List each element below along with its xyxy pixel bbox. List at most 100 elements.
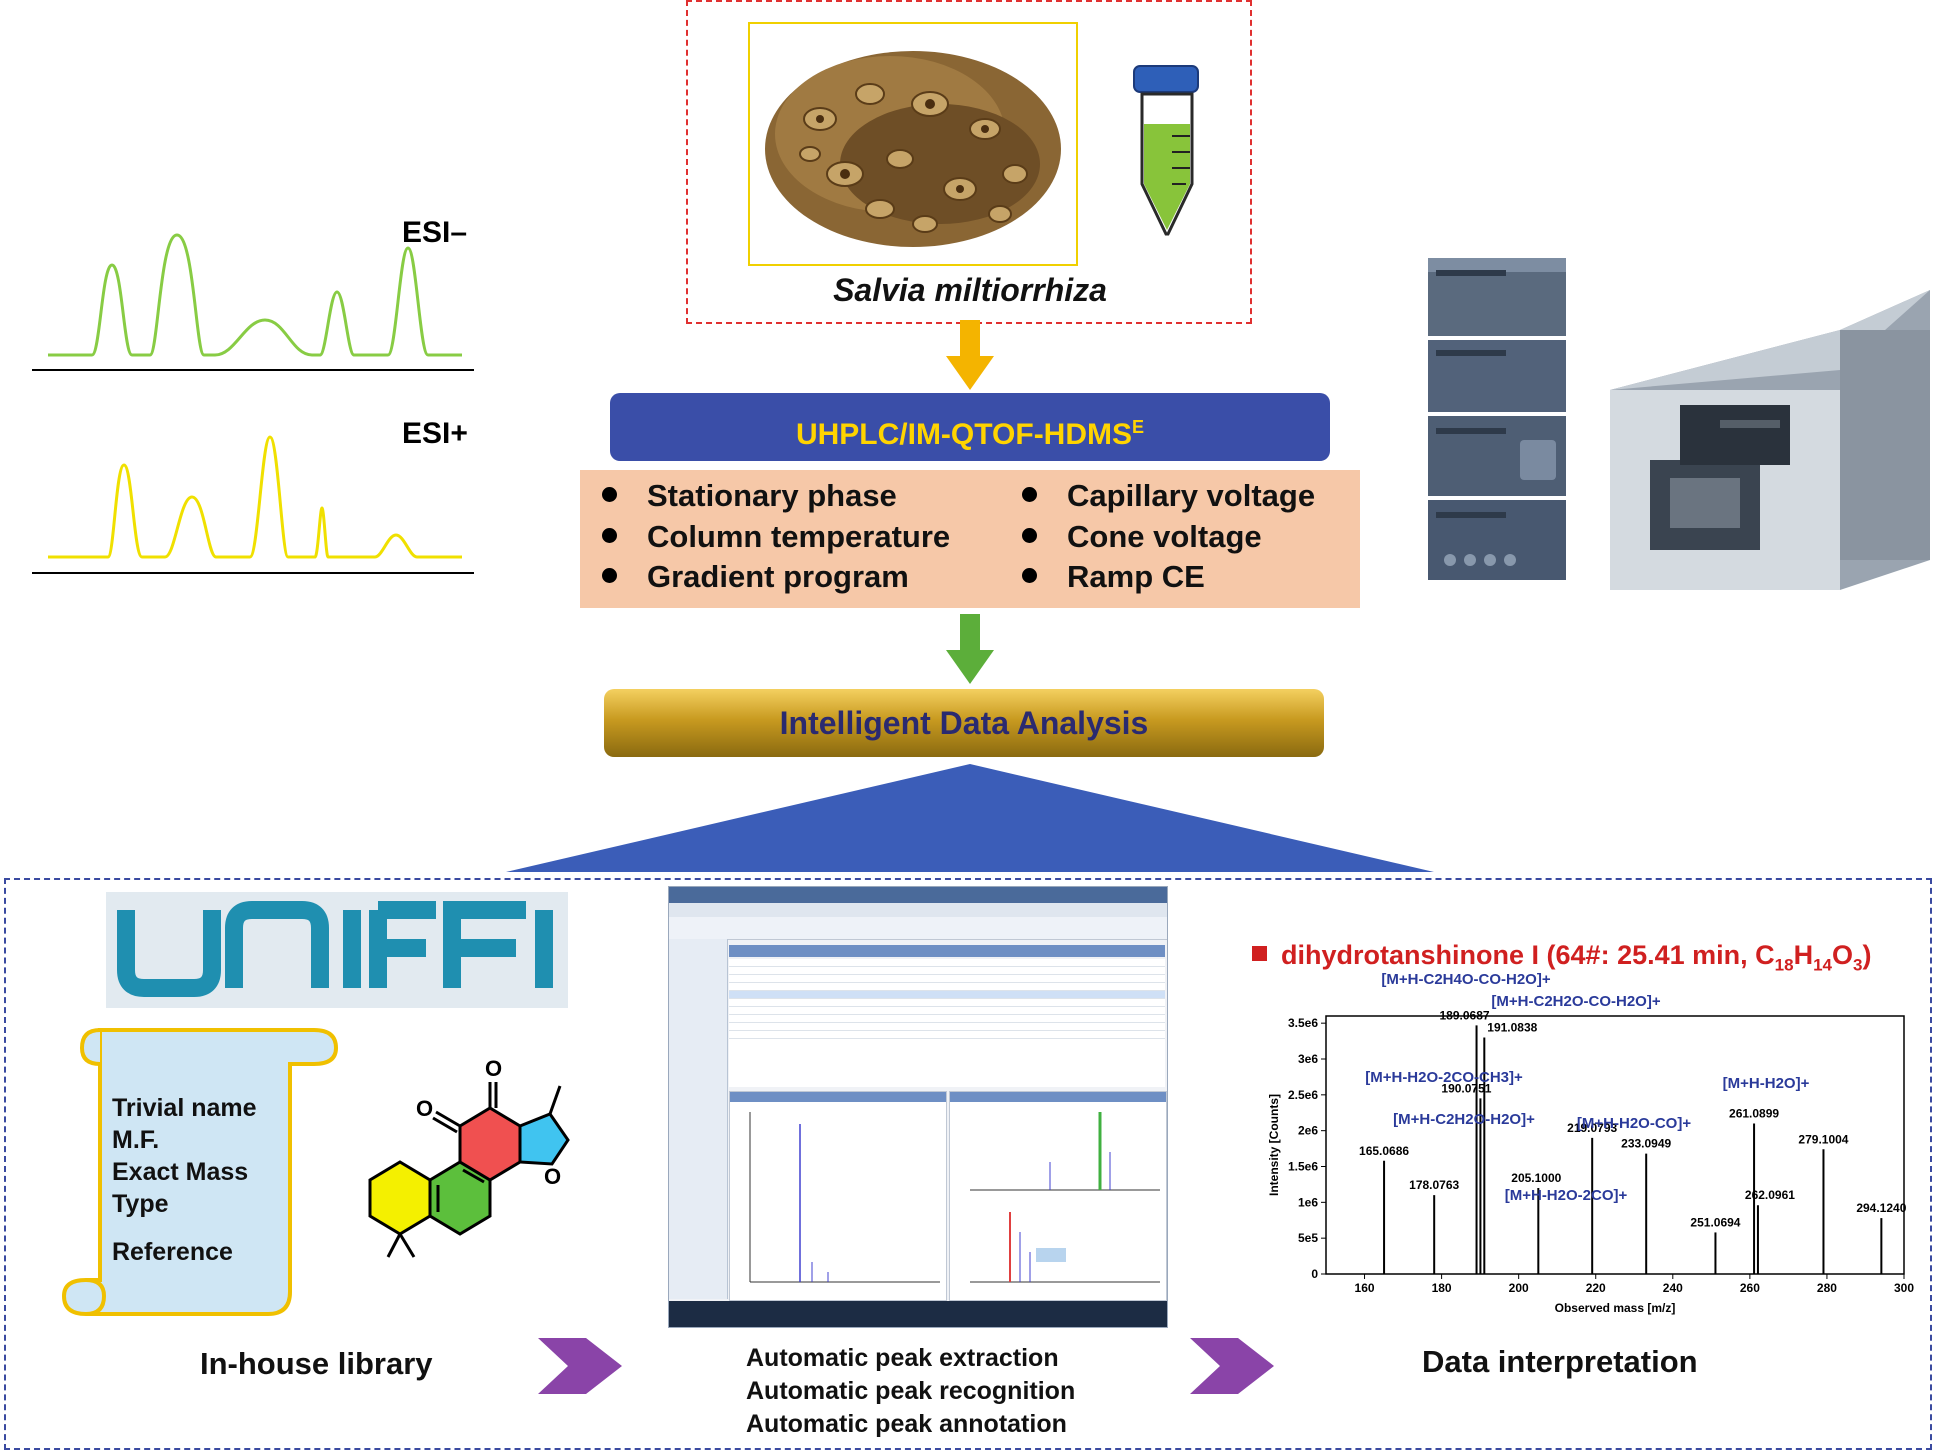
- peak-label: 189.0687: [1440, 1008, 1490, 1022]
- down-arrow-green-icon: [946, 614, 994, 684]
- peak-label: 261.0899: [1729, 1107, 1779, 1121]
- fragment-annotation: [M+H-C2H2O-H2O]+: [1393, 1111, 1535, 1128]
- intelligent-data-analysis-bar: Intelligent Data Analysis: [604, 689, 1324, 757]
- formula-part: O: [1832, 940, 1854, 970]
- library-field-type: Type: [112, 1190, 169, 1218]
- down-arrow-orange-icon: [946, 320, 994, 390]
- y-tick-label: 2e6: [1298, 1124, 1318, 1138]
- formula-sub: 14: [1813, 955, 1832, 975]
- bullet-icon: [1022, 568, 1037, 584]
- bullet-icon: [1022, 528, 1037, 544]
- x-tick-label: 220: [1586, 1281, 1606, 1295]
- sample-tube-icon: [1133, 65, 1199, 236]
- param-left-2: Column temperature: [602, 519, 950, 555]
- legend-square-icon: [1252, 946, 1267, 962]
- automation-line-recognition: Automatic peak recognition: [746, 1377, 1076, 1405]
- x-tick-label: 280: [1817, 1281, 1837, 1295]
- y-tick-label: 3.5e6: [1288, 1016, 1318, 1030]
- formula-sub: 3: [1853, 955, 1863, 975]
- param-label: Gradient program: [647, 559, 909, 594]
- y-tick-label: 1.5e6: [1288, 1160, 1318, 1174]
- fragment-annotation: [M+H-H2O-CO]+: [1577, 1115, 1691, 1132]
- peak-label: 251.0694: [1690, 1215, 1740, 1229]
- data-interpretation-caption: Data interpretation: [1422, 1344, 1698, 1379]
- instrument-name: UHPLC/IM-QTOF-HDMS: [795, 418, 1133, 451]
- peak-label: 294.1240: [1856, 1201, 1906, 1215]
- workflow-panel: [4, 878, 1932, 1450]
- peak-label: 279.1004: [1798, 1132, 1848, 1146]
- mass-spectrometer-instrument-image: [1428, 258, 1930, 590]
- param-right-2: Cone voltage: [1022, 519, 1262, 555]
- fragment-annotation: [M+H-H2O-2CO-CH3]+: [1365, 1069, 1523, 1086]
- svg-text:O: O: [485, 1056, 502, 1081]
- bullet-icon: [1022, 487, 1037, 503]
- param-right-3: Ramp CE: [1022, 559, 1205, 595]
- x-tick-label: 300: [1894, 1281, 1914, 1295]
- param-left-3: Gradient program: [602, 559, 909, 595]
- software-screenshot-image: [668, 886, 1168, 1328]
- peak-label: 219.0793: [1567, 1121, 1617, 1135]
- formula-sub: 18: [1774, 955, 1794, 975]
- instrument-superscript: E: [1132, 417, 1145, 437]
- x-axis-label: Observed mass [m/z]: [1555, 1301, 1676, 1315]
- bullet-icon: [602, 568, 617, 584]
- y-tick-label: 3e6: [1298, 1052, 1318, 1066]
- peak-label: 165.0686: [1359, 1144, 1409, 1158]
- spectrum-title: dihydrotanshinone I (64#: 25.41 min, C18…: [1252, 940, 1871, 975]
- compound-rt: : 25.41 min, C: [1600, 940, 1775, 970]
- fragment-annotation: [M+H-H2O]+: [1723, 1075, 1810, 1092]
- library-field-reference: Reference: [112, 1238, 233, 1266]
- peak-label: 178.0763: [1409, 1178, 1459, 1192]
- param-right-1: Capillary voltage: [1022, 478, 1315, 514]
- x-tick-label: 180: [1432, 1281, 1452, 1295]
- y-tick-label: 5e5: [1298, 1231, 1318, 1245]
- unifi-logo: [106, 892, 568, 1008]
- svg-text:O: O: [544, 1164, 561, 1189]
- y-tick-label: 2.5e6: [1288, 1088, 1318, 1102]
- peak-label: 190.0751: [1441, 1081, 1491, 1095]
- herb-pile-image: [765, 51, 1061, 247]
- fan-out-triangle: [506, 764, 1434, 872]
- param-left-1: Stationary phase: [602, 478, 897, 514]
- mass-spectrum-chart: 0 5e5 1e6 1.5e6 2e6 2.5e6 3e6 3.5e6 160 180 200 220…: [1267, 971, 1914, 1315]
- chevron-right-icon: [538, 1338, 622, 1394]
- compound-name: dihydrotanshinone I: [1281, 940, 1540, 970]
- param-label: Column temperature: [647, 519, 951, 554]
- y-tick-label: 0: [1311, 1267, 1318, 1281]
- fragment-annotation: [M+H-C2H2O-CO-H2O]+: [1491, 993, 1660, 1010]
- param-label: Capillary voltage: [1067, 478, 1316, 513]
- chevron-right-icon: [1190, 1338, 1274, 1394]
- bullet-icon: [602, 528, 617, 544]
- plot-frame: [1325, 1015, 1905, 1275]
- parameter-box: Stationary phase Column temperature Grad…: [580, 470, 1360, 608]
- chemical-structure-image: O O O: [368, 1056, 570, 1258]
- formula-part: H: [1793, 940, 1814, 970]
- x-tick-label: 260: [1740, 1281, 1760, 1295]
- peak-label: 233.0949: [1621, 1137, 1671, 1151]
- peak-label: 262.0961: [1745, 1188, 1795, 1202]
- param-label: Cone voltage: [1067, 519, 1262, 554]
- x-tick-label: 160: [1355, 1281, 1375, 1295]
- esi-positive-label: ESI+: [402, 417, 468, 450]
- automation-line-extraction: Automatic peak extraction: [746, 1344, 1059, 1372]
- herb-image-frame: [748, 22, 1078, 266]
- library-scroll-icon: [61, 1028, 339, 1316]
- esi-negative-chromatogram: [32, 233, 474, 371]
- peak-label: 191.0838: [1487, 1021, 1537, 1035]
- y-tick-label: 1e6: [1298, 1195, 1318, 1209]
- x-tick-label: 240: [1663, 1281, 1683, 1295]
- formula-part: ): [1862, 940, 1872, 970]
- library-field-trivial-name: Trivial name: [112, 1094, 257, 1122]
- svg-text:O: O: [416, 1096, 433, 1121]
- species-name: Salvia miltiorrhiza: [833, 272, 1107, 308]
- fragment-annotation: [M+H-C2H4O-CO-H2O]+: [1381, 971, 1550, 988]
- x-tick-label: 200: [1509, 1281, 1529, 1295]
- fragment-annotation: [M+H-H2O-2CO]+: [1505, 1187, 1628, 1204]
- bullet-icon: [602, 487, 617, 503]
- y-axis-label: Intensity [Counts]: [1267, 1094, 1281, 1196]
- automation-line-annotation: Automatic peak annotation: [746, 1410, 1067, 1438]
- param-label: Ramp CE: [1067, 559, 1205, 594]
- library-field-exact-mass: Exact Mass: [112, 1158, 249, 1186]
- esi-negative-label: ESI–: [402, 216, 468, 249]
- in-house-library-caption: In-house library: [200, 1346, 433, 1381]
